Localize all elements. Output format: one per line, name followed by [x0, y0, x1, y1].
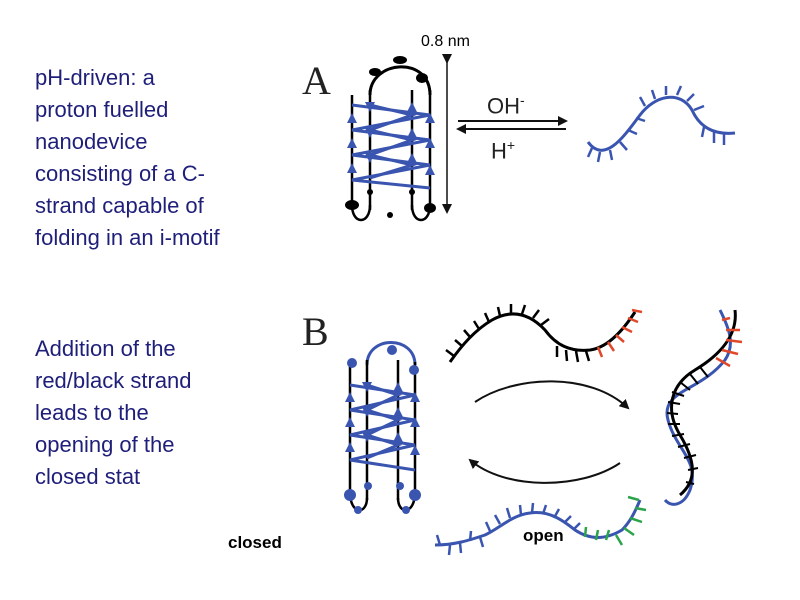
text-line: consisting of a C- — [35, 161, 205, 186]
text-line: proton fuelled — [35, 97, 169, 122]
forward-reagent-label: OH- — [487, 92, 525, 119]
text-line: pH-driven: a — [35, 65, 155, 90]
text-line: closed stat — [35, 464, 141, 489]
blue-green-strand — [434, 495, 647, 556]
reverse-charge: + — [506, 137, 516, 153]
panel-a-description: pH-driven: a proton fuelled nanodevice c… — [35, 62, 280, 254]
reverse-reagent-label: H+ — [491, 137, 515, 164]
panel-b-description: Addition of the red/black strand leads t… — [35, 333, 255, 493]
cycle-arrow-reverse — [468, 458, 621, 484]
text-line: folding in an i-motif — [35, 225, 220, 250]
panel-b-letter: B — [302, 309, 329, 354]
closed-label: closed — [228, 533, 282, 552]
text-line: red/black strand — [35, 368, 192, 393]
forward-charge: - — [520, 92, 525, 108]
i-motif-structure-b — [344, 341, 421, 514]
text-line: opening of the — [35, 432, 175, 457]
open-label: open — [523, 526, 564, 545]
red-black-strand — [445, 304, 643, 363]
cycle-arrow-forward — [474, 380, 630, 410]
reverse-reagent: H — [491, 138, 507, 164]
unfolded-strand-a — [586, 85, 736, 163]
open-duplex — [663, 309, 743, 506]
panel-a-letter: A — [302, 58, 331, 103]
text-line: nanodevice — [35, 129, 148, 154]
text-line: Addition of the — [35, 336, 176, 361]
i-motif-structure-a — [345, 56, 436, 222]
dimension-label: 0.8 nm — [421, 33, 470, 50]
text-line: strand capable of — [35, 193, 204, 218]
forward-reagent: OH — [487, 93, 520, 119]
text-line: leads to the — [35, 400, 149, 425]
